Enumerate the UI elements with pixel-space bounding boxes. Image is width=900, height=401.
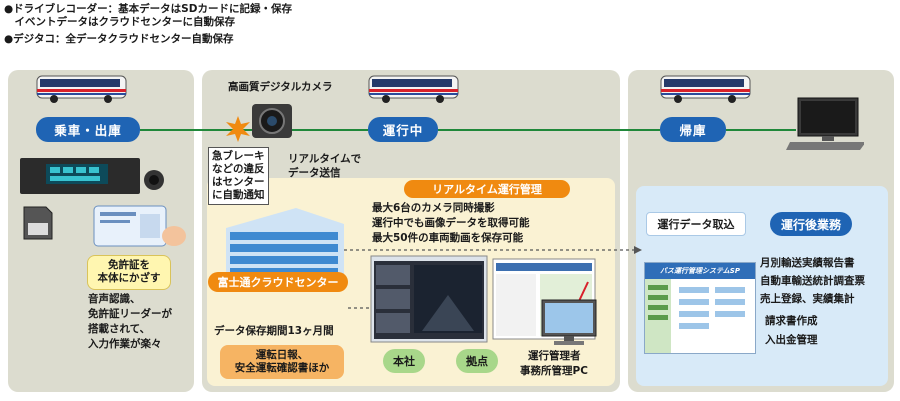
license-tag-line: 免許証を xyxy=(108,259,150,271)
drive-recorder-device-icon xyxy=(20,158,164,194)
legend-drive-recorder: ●ドライブレコーダー：基本データはSDカードに記録・保存 xyxy=(4,3,292,15)
realtime-send-line: データ送信 xyxy=(288,167,341,179)
license-tag: 免許証を 本体にかざす xyxy=(87,255,171,290)
legend-event-data: イベントデータはクラウドセンターに自動保存 xyxy=(4,16,235,28)
software-body xyxy=(645,279,745,353)
camera-view-screen xyxy=(370,255,488,343)
data-flow-arrow xyxy=(344,246,642,309)
realtime-mgmt-title: リアルタイム運行管理 xyxy=(404,180,570,198)
sd-card-icon xyxy=(23,206,53,240)
manager-pc-icon xyxy=(541,299,597,345)
realtime-feature: 運行中でも画像データを取得可能 xyxy=(372,217,530,229)
post-ops-task: 月別輸送実績報告書 xyxy=(760,257,855,269)
emergency-note: 急ブレーキ などの違反 はセンター に自動通知 xyxy=(208,147,269,205)
stage-boarding: 乗車・出庫 xyxy=(36,117,140,142)
emergency-note-line: 急ブレーキ xyxy=(212,150,265,162)
branch-tag: 拠点 xyxy=(456,349,498,373)
pc-label-line: 事務所管理PC xyxy=(520,365,588,377)
bus-icon xyxy=(660,75,751,103)
realtime-feature: 最大6台のカメラ同時撮影 xyxy=(372,202,495,214)
bus-icon xyxy=(368,75,459,103)
emergency-note-line: はセンター xyxy=(212,176,265,188)
cloud-center-building-icon xyxy=(226,208,344,276)
bus-icon xyxy=(36,75,127,103)
post-ops-task: 入出金管理 xyxy=(765,334,818,346)
software-title: バス運行管理システムSP xyxy=(645,263,755,279)
license-desc-line: 搭載されて、 xyxy=(88,323,151,335)
track-line-3 xyxy=(726,129,796,131)
hq-tag: 本社 xyxy=(383,349,425,373)
flash-burst-icon xyxy=(226,116,250,142)
realtime-send-line: リアルタイムで xyxy=(288,153,362,165)
post-ops-task: 請求書作成 xyxy=(765,315,818,327)
desktop-monitor-icon xyxy=(786,97,864,150)
import-tag: 運行データ取込 xyxy=(646,212,746,236)
emergency-note-line: に自動通知 xyxy=(212,189,265,201)
camera-label: 高画質デジタルカメラ xyxy=(228,81,333,93)
post-ops-task: 自動車輸送統計調査票 xyxy=(760,275,865,287)
stage-in-service: 運行中 xyxy=(368,117,438,142)
emergency-note-line: などの違反 xyxy=(212,163,265,175)
pc-label-line: 運行管理者 xyxy=(528,350,581,362)
license-desc-line: 免許証リーダーが xyxy=(88,308,172,320)
retention-text: データ保存期間13ヶ月間 xyxy=(214,325,334,337)
software-window: バス運行管理システムSP xyxy=(644,262,756,354)
legend-digitaco: ●デジタコ：全データクラウドセンター自動保存 xyxy=(4,33,234,45)
license-tag-line: 本体にかざす xyxy=(97,272,161,284)
docs-tag-line: 運転日報、 xyxy=(255,349,309,361)
stage-return: 帰庫 xyxy=(660,117,726,142)
post-ops-title: 運行後業務 xyxy=(770,212,852,236)
license-desc-line: 入力作業が楽々 xyxy=(88,338,162,350)
track-line-2 xyxy=(438,129,660,131)
post-ops-task: 売上登録、実績集計 xyxy=(760,293,855,305)
license-card-icon xyxy=(93,205,186,247)
digital-camera-icon xyxy=(252,104,292,138)
realtime-feature: 最大50件の車両動画を保存可能 xyxy=(372,232,524,244)
cloud-center-tag: 富士通クラウドセンター xyxy=(208,272,348,292)
docs-tag-line: 安全運転確認書ほか xyxy=(234,362,330,374)
docs-tag: 運転日報、 安全運転確認書ほか xyxy=(220,345,344,379)
license-desc-line: 音声認識、 xyxy=(88,293,141,305)
